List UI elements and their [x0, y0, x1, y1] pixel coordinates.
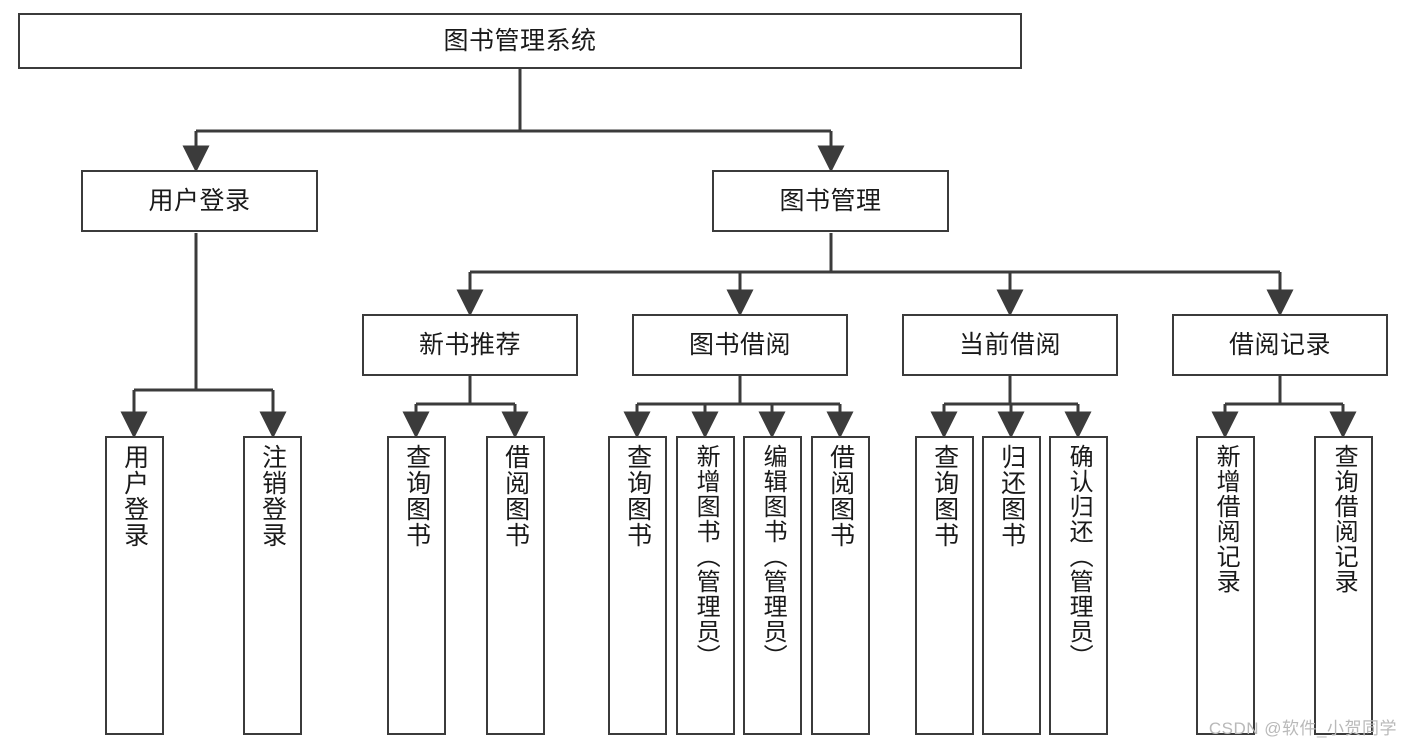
- leaf-label: 借阅图书: [826, 444, 855, 548]
- leaf-borrow-edit-book-admin[interactable]: 编辑图书（管理员）: [743, 436, 802, 735]
- leaf-borrow-query-book[interactable]: 查询图书: [608, 436, 667, 735]
- node-current-borrow-label: 当前借阅: [958, 330, 1061, 359]
- leaf-user-login-logout[interactable]: 注销登录: [243, 436, 302, 735]
- leaf-record-add-record[interactable]: 新增借阅记录: [1196, 436, 1255, 735]
- node-user-login-label: 用户登录: [148, 186, 251, 215]
- node-new-book-recommend-label: 新书推荐: [418, 330, 521, 359]
- leaf-label: 查询借阅记录: [1330, 444, 1358, 594]
- leaf-label: 查询图书: [402, 444, 431, 548]
- leaf-label: 归还图书: [997, 444, 1026, 548]
- leaf-label: 注销登录: [258, 444, 287, 548]
- csdn-watermark: CSDN @软件_小贺同学: [1208, 719, 1397, 738]
- leaf-label: 借阅图书: [501, 444, 530, 548]
- leaf-label: 新增图书（管理员）: [692, 444, 720, 669]
- leaf-label: 用户登录: [120, 444, 149, 548]
- leaf-label: 确认归还（管理员）: [1065, 444, 1093, 669]
- leaf-label: 查询图书: [930, 444, 959, 548]
- leaf-label: 新增借阅记录: [1212, 444, 1240, 594]
- leaf-current-return-book[interactable]: 归还图书: [982, 436, 1041, 735]
- node-book-borrow-label: 图书借阅: [688, 330, 791, 359]
- leaf-record-query-record[interactable]: 查询借阅记录: [1314, 436, 1373, 735]
- leaf-recommend-borrow-book[interactable]: 借阅图书: [486, 436, 545, 735]
- node-borrow-record-label: 借阅记录: [1228, 330, 1331, 359]
- leaf-label: 编辑图书（管理员）: [759, 444, 787, 669]
- leaf-current-confirm-return-admin[interactable]: 确认归还（管理员）: [1049, 436, 1108, 735]
- leaf-user-login-login[interactable]: 用户登录: [105, 436, 164, 735]
- node-root-label: 图书管理系统: [443, 26, 597, 55]
- node-root[interactable]: 图书管理系统: [18, 13, 1022, 69]
- leaf-recommend-query-book[interactable]: 查询图书: [387, 436, 446, 735]
- leaf-borrow-add-book-admin[interactable]: 新增图书（管理员）: [676, 436, 735, 735]
- node-borrow-record[interactable]: 借阅记录: [1172, 314, 1388, 376]
- node-current-borrow[interactable]: 当前借阅: [902, 314, 1118, 376]
- node-user-login[interactable]: 用户登录: [81, 170, 318, 232]
- node-book-borrow[interactable]: 图书借阅: [632, 314, 848, 376]
- node-new-book-recommend[interactable]: 新书推荐: [362, 314, 578, 376]
- leaf-label: 查询图书: [623, 444, 652, 548]
- node-book-management[interactable]: 图书管理: [712, 170, 949, 232]
- node-book-management-label: 图书管理: [779, 186, 882, 215]
- leaf-borrow-borrow-book[interactable]: 借阅图书: [811, 436, 870, 735]
- leaf-current-query-book[interactable]: 查询图书: [915, 436, 974, 735]
